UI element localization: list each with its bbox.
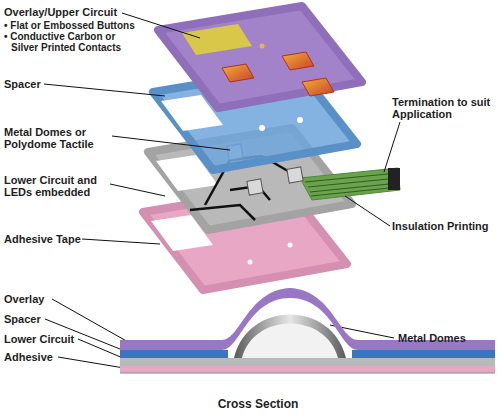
cs-base-line (120, 373, 495, 374)
part-label: Adhesive Tape (4, 233, 124, 245)
spacer-hole (259, 125, 265, 131)
leader-lines (44, 13, 400, 369)
part-label: Overlay (4, 293, 104, 305)
part-label: • Conductive Carbon or Silver Printed Co… (4, 31, 141, 53)
part-label: Metal Domes or Polydome Tactile (4, 126, 116, 150)
adhesive-hole (288, 243, 293, 248)
metal-dome (287, 167, 303, 183)
tail-contacts (388, 168, 400, 190)
part-label: Insulation Printing (392, 220, 500, 232)
leader-line (384, 122, 400, 172)
part-label: Lower Circuit (4, 333, 114, 345)
cs-spacer (352, 350, 495, 358)
leader-line (44, 84, 165, 96)
part-label: Overlay/Upper Circuit (4, 6, 204, 18)
cs-lower-circuit (120, 358, 495, 366)
part-label: • Flat or Embossed Buttons (4, 20, 171, 31)
spacer-hole (297, 117, 303, 123)
leader-line (110, 184, 165, 196)
leader-line (112, 136, 230, 150)
leader-line (58, 357, 130, 369)
overlay-layer (158, 6, 362, 108)
adhesive-hole (248, 260, 253, 265)
part-label: Spacer (4, 313, 104, 325)
leader-line (82, 239, 160, 244)
overlay-button (302, 78, 334, 96)
overlay-dot (260, 44, 265, 49)
cs-spacer (120, 350, 228, 358)
part-label: Spacer (4, 78, 104, 90)
cs-adhesive (120, 366, 495, 373)
cs-metal-dome (234, 315, 346, 359)
overlay-button (222, 64, 254, 82)
part-label: Metal Domes (398, 332, 498, 344)
leader-line (345, 196, 390, 226)
termination-tail (300, 168, 400, 200)
part-label: Adhesive (4, 351, 104, 363)
part-label: Termination to suit Application (392, 96, 500, 120)
overlay-button (282, 52, 314, 70)
part-label: Lower Circuit and LEDs embedded (4, 174, 116, 198)
metal-dome (247, 179, 263, 195)
tail-stripe (305, 173, 399, 196)
overlay-window (182, 24, 252, 55)
caption: Cross Section (158, 397, 358, 411)
